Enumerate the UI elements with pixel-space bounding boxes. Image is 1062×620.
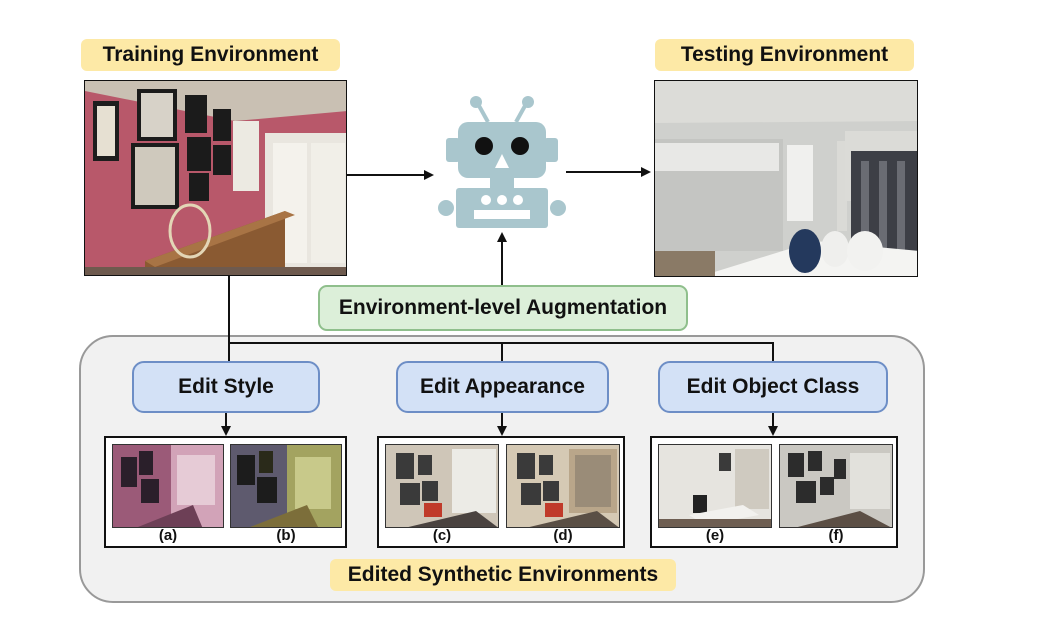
robot-icon bbox=[438, 96, 566, 228]
edit-object-class-results: (e) (f) bbox=[650, 436, 898, 548]
caption-f: (f) bbox=[828, 527, 844, 544]
edited-environment-e-image bbox=[658, 444, 772, 528]
training-environment-image bbox=[84, 80, 347, 276]
edited-synthetic-environments-label: Edited Synthetic Environments bbox=[330, 559, 676, 591]
edited-environment-b-image bbox=[230, 444, 342, 528]
caption-b: (b) bbox=[276, 527, 296, 544]
testing-environment-image bbox=[654, 80, 918, 277]
edited-environment-f-image bbox=[779, 444, 893, 528]
edit-appearance-box: Edit Appearance bbox=[396, 361, 609, 413]
environment-level-augmentation-box: Environment-level Augmentation bbox=[318, 285, 688, 331]
edit-style-box: Edit Style bbox=[132, 361, 320, 413]
caption-a: (a) bbox=[158, 527, 178, 544]
caption-d: (d) bbox=[553, 527, 573, 544]
testing-environment-label: Testing Environment bbox=[655, 39, 914, 71]
edit-object-class-box: Edit Object Class bbox=[658, 361, 888, 413]
caption-e: (e) bbox=[705, 527, 725, 544]
edited-environment-c-image bbox=[385, 444, 499, 528]
edit-style-results: (a) (b) bbox=[104, 436, 347, 548]
training-environment-label: Training Environment bbox=[81, 39, 340, 71]
edited-environment-a-image bbox=[112, 444, 224, 528]
edited-environment-d-image bbox=[506, 444, 620, 528]
caption-c: (c) bbox=[432, 527, 452, 544]
edit-appearance-results: (c) (d) bbox=[377, 436, 625, 548]
